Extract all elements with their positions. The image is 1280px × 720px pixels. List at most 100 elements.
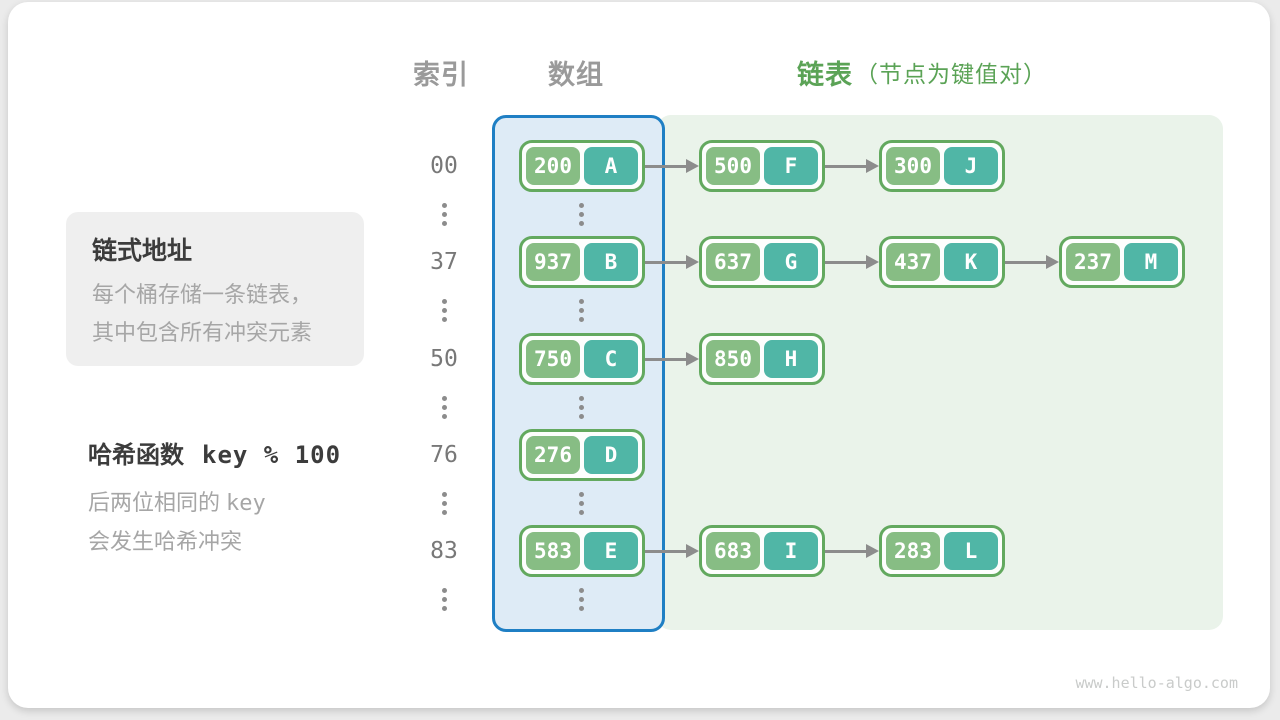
vertical-ellipsis-icon: [441, 492, 447, 519]
node-value: L: [944, 532, 998, 570]
node-value: D: [584, 436, 638, 474]
ellipsis-dot: [441, 212, 447, 217]
node-value: I: [764, 532, 818, 570]
ellipsis-dot: [441, 221, 447, 226]
ellipsis-dot: [578, 414, 584, 419]
arrow-shaft: [645, 549, 688, 553]
node-value: E: [584, 532, 638, 570]
arrow-shaft: [645, 357, 688, 361]
vertical-ellipsis-icon: [578, 492, 584, 519]
ellipsis-dot: [441, 606, 447, 611]
vertical-ellipsis-icon: [441, 299, 447, 326]
ellipsis-dot: [441, 588, 447, 593]
hash-note-line1-text: 后两位相同的: [88, 490, 221, 515]
ellipsis-dot: [578, 212, 584, 217]
arrow-head: [866, 159, 879, 173]
hash-note-line2: 会发生哈希冲突: [88, 529, 243, 554]
arrow-right-icon: [645, 333, 699, 385]
vertical-ellipsis-icon: [441, 396, 447, 423]
node-value: G: [764, 243, 818, 281]
hash-function-formula: key % 100: [202, 441, 342, 469]
node-key: 583: [526, 532, 580, 570]
ellipsis-dot: [578, 308, 584, 313]
column-header-index-label: 索引: [413, 59, 469, 90]
ellipsis-dot: [441, 299, 447, 304]
node-key: 237: [1066, 243, 1120, 281]
arrow-right-icon: [645, 236, 699, 288]
chaining-info-panel: 链式地址 每个桶存储一条链表， 其中包含所有冲突元素: [66, 212, 364, 366]
column-header-list-note: （节点为键值对）: [855, 61, 1047, 87]
ellipsis-dot: [578, 501, 584, 506]
ellipsis-dot: [441, 203, 447, 208]
arrow-right-icon: [825, 525, 879, 577]
ellipsis-dot: [441, 501, 447, 506]
bucket-index-label: 37: [430, 249, 458, 275]
vertical-ellipsis-icon: [578, 396, 584, 423]
ellipsis-dot: [578, 405, 584, 410]
arrow-head: [686, 159, 699, 173]
panel-body-line2: 其中包含所有冲突元素: [92, 320, 313, 345]
watermark: www.hello-algo.com: [1075, 674, 1238, 692]
ellipsis-dot: [441, 317, 447, 322]
arrow-head: [686, 352, 699, 366]
node-value: C: [584, 340, 638, 378]
bucket-index-label: 83: [430, 538, 458, 564]
node-key: 750: [526, 340, 580, 378]
node-key: 637: [706, 243, 760, 281]
ellipsis-dot: [441, 597, 447, 602]
panel-body-line1: 每个桶存储一条链表，: [92, 282, 313, 307]
arrow-head: [866, 255, 879, 269]
node-value: J: [944, 147, 998, 185]
bucket-index-label: 00: [430, 153, 458, 179]
panel-body: 每个桶存储一条链表， 其中包含所有冲突元素: [92, 276, 312, 352]
ellipsis-dot: [578, 317, 584, 322]
arrow-right-icon: [645, 140, 699, 192]
arrow-right-icon: [1005, 236, 1059, 288]
node-value: M: [1124, 243, 1178, 281]
vertical-ellipsis-icon: [578, 588, 584, 615]
column-header-index: 索引: [404, 56, 478, 90]
ellipsis-dot: [578, 492, 584, 497]
arrow-shaft: [645, 260, 688, 264]
node-value: K: [944, 243, 998, 281]
ellipsis-dot: [441, 396, 447, 401]
node-value: H: [764, 340, 818, 378]
vertical-ellipsis-icon: [441, 588, 447, 615]
ellipsis-dot: [578, 203, 584, 208]
ellipsis-dot: [578, 510, 584, 515]
vertical-ellipsis-icon: [578, 203, 584, 230]
node-key: 850: [706, 340, 760, 378]
vertical-ellipsis-icon: [578, 299, 584, 326]
arrow-right-icon: [825, 140, 879, 192]
arrow-right-icon: [825, 236, 879, 288]
arrow-shaft: [1005, 260, 1048, 264]
bucket-index-label: 76: [430, 442, 458, 468]
node-key: 276: [526, 436, 580, 474]
ellipsis-dot: [441, 405, 447, 410]
node-key: 437: [886, 243, 940, 281]
ellipsis-dot: [578, 588, 584, 593]
hash-note-line1-code: key: [226, 491, 266, 516]
arrow-shaft: [825, 164, 868, 168]
ellipsis-dot: [441, 510, 447, 515]
arrow-head: [686, 255, 699, 269]
arrow-shaft: [825, 260, 868, 264]
ellipsis-dot: [441, 492, 447, 497]
column-header-array-label: 数组: [548, 59, 604, 90]
vertical-ellipsis-icon: [441, 203, 447, 230]
arrow-head: [686, 544, 699, 558]
